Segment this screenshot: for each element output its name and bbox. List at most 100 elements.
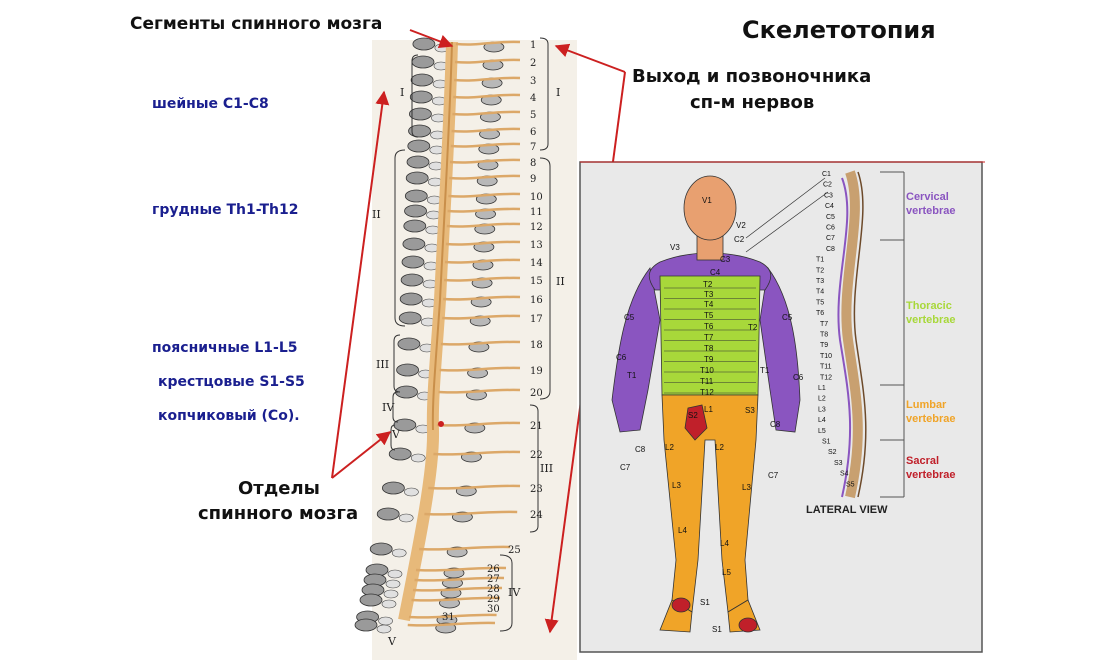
nerve-root	[414, 576, 505, 582]
nerve-root	[449, 158, 521, 164]
vertebra-body	[408, 124, 431, 138]
nerve-root	[452, 110, 521, 116]
dermatome-label: T7	[704, 333, 714, 342]
vertebra-number: 15	[530, 276, 543, 287]
vertebra-body	[407, 139, 431, 153]
lateral-spine	[837, 170, 905, 499]
dermatome-label: C2	[734, 235, 745, 244]
divisions-label-line2: спинного мозга	[198, 503, 359, 524]
dermatome-label: C6	[793, 373, 804, 382]
dermatome-label: C6	[616, 353, 627, 362]
spine-label: T5	[816, 299, 824, 306]
dermatome-label: T8	[704, 344, 714, 353]
vertebra-number: 1	[530, 40, 536, 51]
vertebra-body	[405, 171, 429, 185]
legs-lumbar	[661, 394, 759, 613]
vertebra-number: 28	[487, 584, 500, 595]
dermatome-label: L1	[704, 405, 713, 414]
lateral-view-label: LATERAL VIEW	[806, 504, 888, 516]
dermatome-label: L4	[678, 526, 687, 535]
roman-right: IV	[508, 586, 521, 599]
spine-label: S5	[846, 481, 855, 488]
dermatome-label: C7	[620, 463, 631, 472]
skeletotopy-title: Скелетотопия	[742, 16, 936, 44]
vertebra-body	[401, 255, 425, 269]
vertebra-body	[411, 55, 435, 69]
dermatome-label: L5	[722, 568, 731, 577]
s1-left-foot	[738, 617, 758, 633]
vertebra-number: 21	[530, 421, 543, 432]
dermatome-label: T11	[700, 377, 714, 386]
dermatome-label: T2	[748, 323, 758, 332]
divisions-label-line1: Отделы	[238, 478, 320, 499]
vertebra-process	[385, 579, 401, 589]
spine-label: T7	[820, 321, 828, 328]
spine-label: C6	[826, 225, 835, 232]
vertebra-body	[399, 292, 423, 306]
spine-label: L4	[818, 417, 826, 424]
dermatome-label: L3	[672, 481, 681, 490]
vertebra-number: 20	[530, 388, 543, 399]
roman-left: IV	[382, 401, 395, 414]
region-cervical: шейные С1-С8	[152, 96, 269, 112]
nerve-root	[436, 421, 521, 427]
spine-label: C1	[822, 171, 831, 178]
vertebra-body	[376, 507, 400, 521]
vertebra-number: 7	[530, 142, 536, 153]
region-lumbar: поясничные L1-L5	[152, 340, 298, 356]
nerve-root	[412, 586, 503, 592]
vertebra-number: 4	[530, 93, 536, 104]
nerve-root	[443, 295, 521, 301]
vertebra-number: 9	[530, 174, 536, 185]
spine-label: T6	[816, 310, 824, 317]
vertebra-process	[404, 487, 419, 497]
spine-label: C2	[823, 182, 832, 189]
dermatome-label: C5	[624, 313, 635, 322]
nerve-root	[447, 207, 521, 213]
spine-label: T8	[820, 332, 828, 339]
vertebra-process	[378, 616, 393, 626]
nerve-root	[424, 510, 518, 516]
vertebra-process	[381, 599, 397, 609]
dermatome-label: S1	[712, 625, 722, 634]
spine-label: L3	[818, 406, 826, 413]
s1-right-foot	[671, 597, 691, 613]
head	[683, 175, 737, 241]
spine-label: C3	[824, 192, 833, 199]
vertebra-number: 27	[487, 574, 500, 585]
nerve-root	[448, 192, 521, 198]
vertebra-number: 13	[530, 240, 543, 251]
vertebra-number: 17	[530, 314, 543, 325]
vertebra-process	[387, 569, 403, 579]
vertebra-body	[398, 311, 422, 325]
arrow-divisions-top	[331, 90, 390, 479]
vertebra-process	[376, 624, 392, 634]
vertebra-body	[381, 481, 405, 495]
vertebra-number: 12	[530, 222, 543, 233]
dermatome-label: T9	[704, 355, 714, 364]
nerve-root	[439, 366, 521, 372]
dermatome-label: C7	[768, 471, 779, 480]
vertebra-body	[403, 219, 427, 233]
vertebra-body	[409, 90, 433, 104]
vertebra-process	[398, 513, 414, 523]
nerve-root	[408, 613, 497, 619]
vertebra-number: 11	[530, 207, 543, 218]
vertebra-number: 18	[530, 340, 543, 351]
dermatome-label: C4	[710, 268, 721, 277]
dermatome-label: T12	[700, 388, 714, 397]
spinal-cord-edge	[431, 41, 453, 431]
right-brackets	[499, 37, 551, 632]
nerve-root	[449, 174, 521, 180]
nerve-root	[442, 314, 521, 320]
vertebra-body	[406, 155, 430, 169]
spine-label: S3	[834, 460, 843, 467]
vertebra-body	[369, 542, 393, 556]
vertebra-number: 31	[442, 612, 455, 623]
vertebra-body	[404, 189, 428, 203]
dermatome-label: L4	[720, 539, 729, 548]
nerve-root	[454, 76, 521, 82]
